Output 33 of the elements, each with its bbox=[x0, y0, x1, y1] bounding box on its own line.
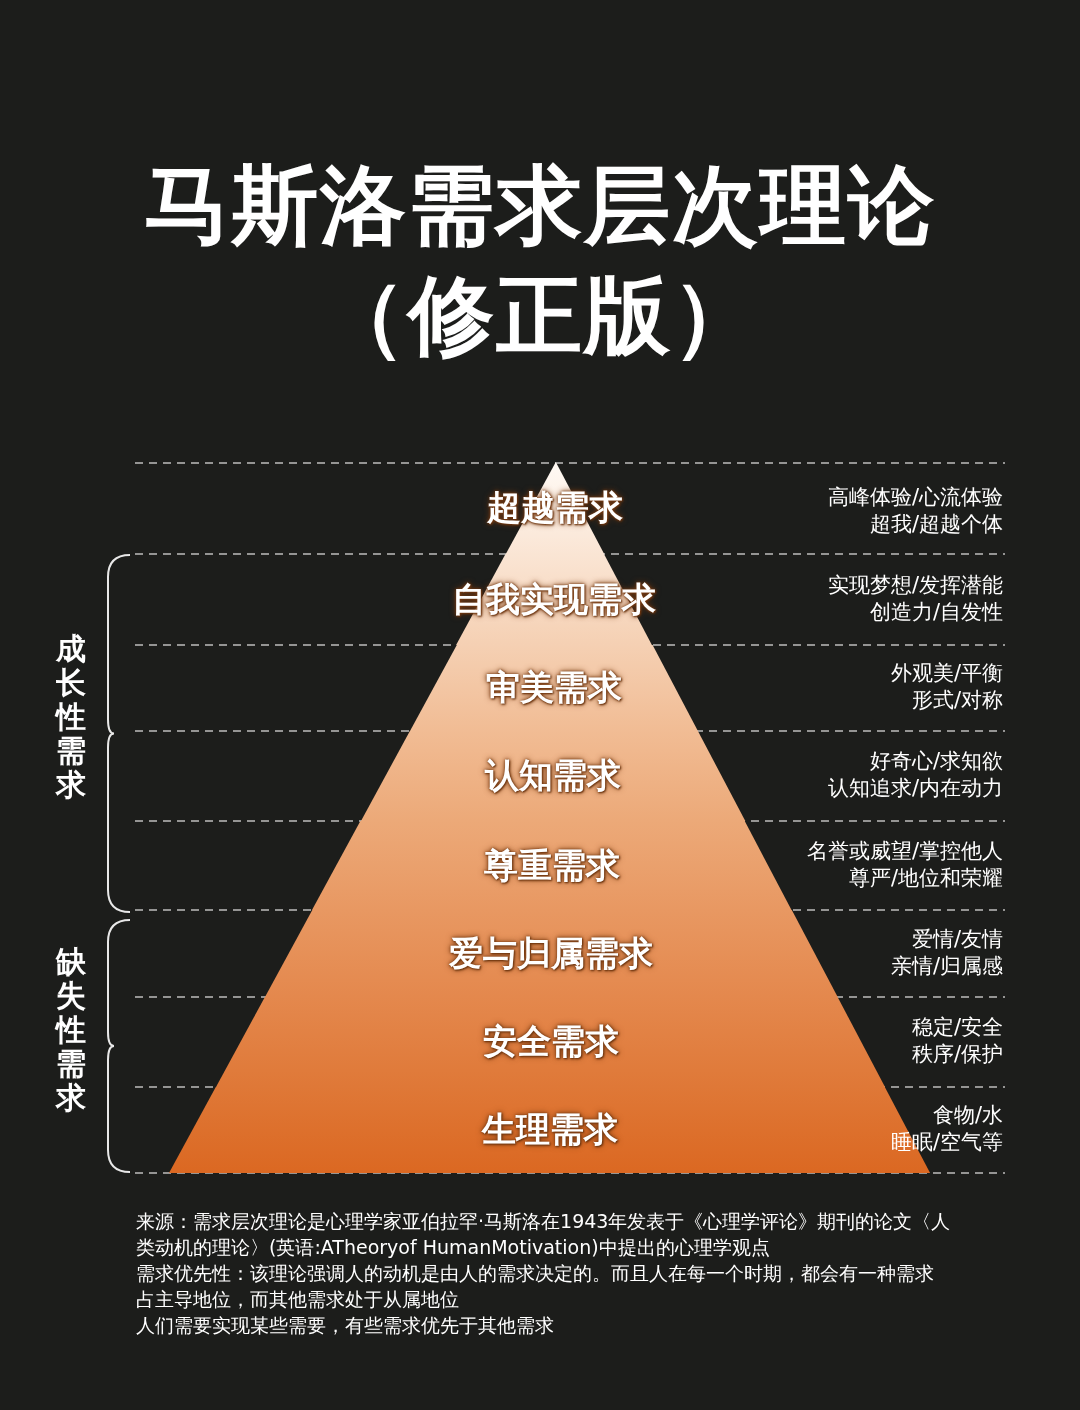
pyramid-tier bbox=[409, 645, 698, 731]
footnote: 需求优先性：该理论强调人的动机是由人的需求决定的。而且人在每一个时期，都会有一种需求占主导地位，而其他需求处于从属地位 bbox=[136, 1261, 935, 1312]
tier-description: 超我/超越个体 bbox=[869, 511, 1003, 537]
tier-description: 亲情/归属感 bbox=[890, 952, 1003, 979]
title: 马斯洛需求层次理论（修正版） bbox=[143, 154, 937, 367]
tier-description: 外观美/平衡 bbox=[890, 660, 1003, 686]
tier-description: 睡眠/空气等 bbox=[890, 1129, 1003, 1155]
tier-description: 秩序/保护 bbox=[911, 1041, 1003, 1067]
tier-description: 形式/对称 bbox=[911, 687, 1003, 713]
footnote: 来源：需求层次理论是心理学家亚伯拉罕·马斯洛在1943年发表于《心理学评论》期刊的论文〈人类动机的理论〉(英语:ATheoryof HumanMotivation)中提出的心理学观点 bbox=[136, 1209, 951, 1260]
tier-description: 创造力/自发性 bbox=[869, 598, 1003, 625]
pyramid-tier bbox=[360, 731, 746, 821]
tier-description: 名誉或威望/掌控他人 bbox=[806, 837, 1003, 864]
tier-description: 尊严/地位和荣耀 bbox=[848, 864, 1003, 891]
tier-description: 食物/水 bbox=[932, 1102, 1003, 1128]
pyramid-tier bbox=[216, 997, 886, 1087]
tier-description: 好奇心/求知欲 bbox=[869, 748, 1003, 774]
tier-description: 稳定/安全 bbox=[911, 1014, 1003, 1040]
tier-description: 爱情/友情 bbox=[911, 925, 1003, 952]
tier-description: 认知追求/内在动力 bbox=[827, 775, 1003, 801]
tier-label: 认知需求 bbox=[484, 754, 621, 797]
pyramid-tier bbox=[265, 910, 838, 997]
tier-label: 生理需求 bbox=[482, 1108, 618, 1151]
tier-description: 实现梦想/发挥潜能 bbox=[827, 571, 1003, 598]
tier-label: 尊重需求 bbox=[484, 843, 621, 887]
group-label: 缺失性需求 bbox=[55, 945, 87, 1115]
tier-label: 审美需求 bbox=[485, 666, 622, 709]
tier-label: 安全需求 bbox=[482, 1020, 619, 1063]
pyramid-tier bbox=[312, 821, 792, 910]
tier-label: 爱与归属需求 bbox=[449, 931, 654, 975]
group-label: 成长性需求 bbox=[55, 632, 87, 802]
tier-description: 高峰体验/心流体验 bbox=[827, 484, 1003, 510]
footnote: 人们需要实现某些需要，有些需求优先于其他需求 bbox=[136, 1313, 555, 1338]
